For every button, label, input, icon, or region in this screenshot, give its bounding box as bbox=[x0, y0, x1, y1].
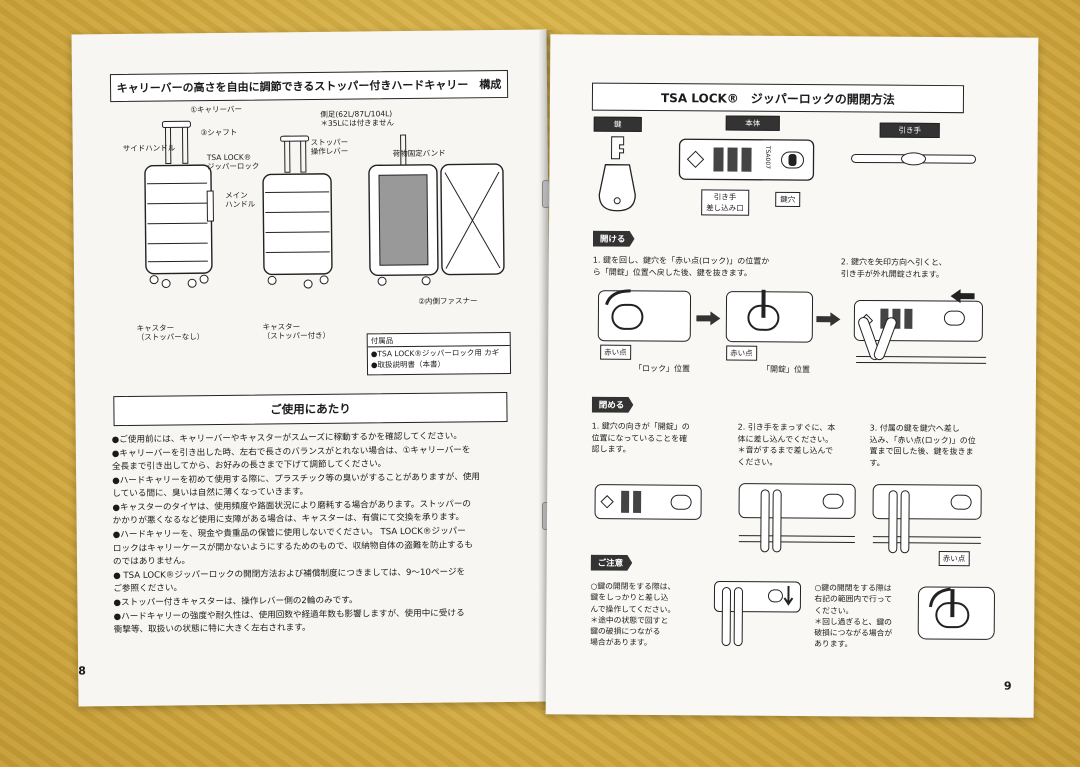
usage-notes: ●ご使用前には、キャリーバーやキャスターがスムーズに稼動するかを確認してください… bbox=[112, 430, 544, 638]
caution-diagram-left bbox=[713, 580, 802, 647]
accessories-item: ●TSA LOCK®ジッパーロック用 カギ bbox=[370, 348, 500, 359]
open-diagram-release bbox=[853, 289, 987, 364]
caution-left: ○鍵の開閉をする際は、 鍵をしっかりと差し込 んで操作してください。 ＊途中の状… bbox=[590, 581, 676, 648]
close-diagram-2 bbox=[738, 483, 856, 553]
page-number: 9 bbox=[1003, 679, 1012, 693]
caution-section-tag: ご注意 bbox=[591, 555, 633, 571]
page-number: 8 bbox=[78, 664, 86, 678]
suitcase-stopper-illustration bbox=[262, 135, 333, 289]
lock-position-caption: 「ロック」位置 bbox=[634, 363, 691, 374]
red-dot-label: 赤い点 bbox=[600, 344, 631, 360]
pull-tab-illustration bbox=[851, 152, 977, 166]
label-cargo-band: 荷物固定バンド bbox=[392, 148, 446, 159]
usage-heading: ご使用にあたり bbox=[113, 391, 508, 427]
open-step-1: 1. 鍵を回し、鍵穴を「赤い点(ロック)」の位置か ら「開錠」位置へ戻した後、鍵… bbox=[592, 255, 770, 278]
open-step-2: 2. 鍵穴を矢印方向へ引くと、 引き手が外れ開錠されます。 bbox=[840, 257, 947, 279]
accessories-item: ●取扱説明書（本書） bbox=[370, 359, 446, 370]
part-body-label: 本体 bbox=[725, 115, 780, 131]
red-dot-label: 赤い点 bbox=[938, 551, 970, 567]
arrow-icon bbox=[816, 312, 841, 327]
caution-right: ○鍵の開閉をする際は 右記の範囲内で行って ください。 ＊回し過ぎると、鍵の 破… bbox=[814, 583, 893, 649]
label-side-handle: サイドハンドル bbox=[122, 143, 176, 153]
caution-diagram-right bbox=[917, 586, 995, 640]
close-diagram-1 bbox=[594, 484, 702, 520]
close-step-1: 1. 鍵穴の向きが「開錠」の 位置になっていることを確 認します。 bbox=[591, 421, 690, 455]
open-suitcase-illustration bbox=[368, 134, 505, 286]
open-diagram-lock bbox=[597, 289, 692, 342]
close-step-2: 2. 引き手をまっすぐに、本 体に差し込んでください。 ＊音がするまで差し込んで… bbox=[737, 422, 836, 467]
label-side-foot: 側足(62L/87L/104L) ＊35Lには付きません bbox=[320, 109, 394, 129]
label-inner-fastener: ②内側ファスナー bbox=[418, 296, 478, 306]
page-title: キャリーバーの高さを自由に調節できるストッパー付きハードキャリー 構成 bbox=[109, 69, 509, 103]
label-main-handle: メイン ハンドル bbox=[225, 190, 256, 210]
label-tsa-lock: TSA LOCK® ジッパーロック bbox=[206, 152, 260, 172]
open-diagram-unlock bbox=[725, 289, 814, 343]
label-caster-no-stopper: キャスター （ストッパーなし） bbox=[136, 323, 205, 343]
pull-slot-label: 引き手 差し込み口 bbox=[701, 189, 749, 216]
keyhole-label: 鍵穴 bbox=[775, 191, 801, 208]
key-illustration bbox=[598, 136, 636, 212]
label-stopper-lever: ストッパー 操作レバー bbox=[310, 137, 349, 157]
unlock-position-caption: 「開錠」位置 bbox=[762, 364, 811, 375]
part-key-label: 鍵 bbox=[593, 116, 642, 132]
page-title: TSA LOCK® ジッパーロックの開閉方法 bbox=[591, 82, 965, 114]
label-carrier-bar: ①キャリーバー bbox=[190, 104, 242, 115]
suitcase-front-illustration bbox=[144, 120, 214, 289]
part-pull-label: 引き手 bbox=[879, 122, 940, 139]
lock-code-text: TSA007 bbox=[763, 145, 772, 170]
open-section-tag: 開ける bbox=[593, 231, 635, 247]
manual-page-right: TSA LOCK® ジッパーロックの開閉方法 鍵 本体 引き手 TSA007 引… bbox=[545, 34, 1039, 718]
accessories-box: 付属品 ●TSA LOCK®ジッパーロック用 カギ ●取扱説明書（本書） bbox=[366, 331, 512, 376]
accessories-heading: 付属品 bbox=[370, 336, 394, 346]
close-section-tag: 閉める bbox=[592, 397, 634, 413]
manual-page-left: キャリーバーの高さを自由に調節できるストッパー付きハードキャリー 構成 ①キャリ bbox=[71, 29, 554, 707]
close-step-3: 3. 付属の鍵を鍵穴へ差し 込み、「赤い点(ロック)」の位 置まで回した後、鍵を… bbox=[869, 423, 976, 468]
arrow-icon bbox=[696, 311, 721, 326]
label-caster-stopper: キャスター （ストッパー付き） bbox=[262, 322, 331, 341]
close-diagram-3 bbox=[872, 484, 982, 554]
label-shaft: ③シャフト bbox=[200, 127, 238, 138]
red-dot-label: 赤い点 bbox=[726, 345, 757, 361]
lock-body-illustration bbox=[678, 138, 815, 181]
